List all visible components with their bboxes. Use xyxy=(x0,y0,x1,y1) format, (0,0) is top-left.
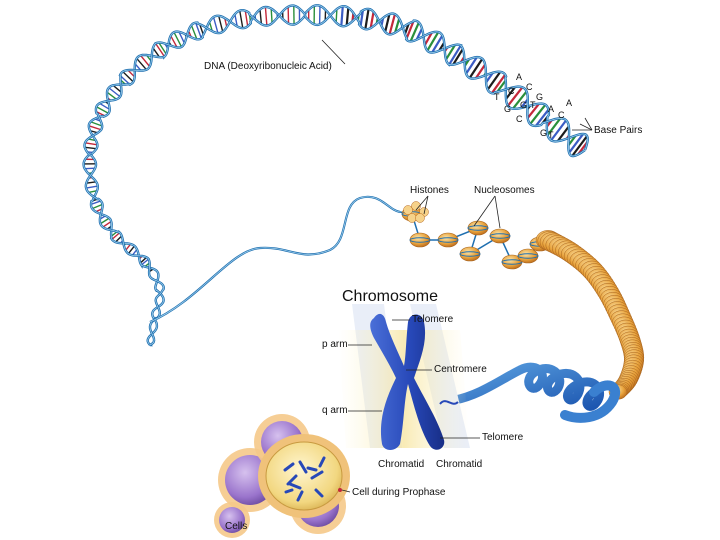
base-pair-rung xyxy=(86,186,98,188)
base-pair-rung xyxy=(103,221,111,227)
base-pair-rung xyxy=(92,204,102,208)
base-letter: A xyxy=(548,104,554,114)
cells xyxy=(214,414,350,538)
base-letter: A xyxy=(516,72,522,82)
chromatid-right-label: Chromatid xyxy=(436,460,482,470)
base-pair-rung xyxy=(85,143,97,145)
base-letter: T xyxy=(548,130,554,140)
histone xyxy=(408,214,417,223)
nucleosome xyxy=(468,221,488,235)
nucleosome xyxy=(490,229,510,243)
chromosome-title: Chromosome xyxy=(342,288,438,306)
base-pair-rung xyxy=(219,16,223,32)
base-letter: A xyxy=(566,98,572,108)
base-pair-rung xyxy=(214,17,218,33)
base-letter: G xyxy=(536,92,543,102)
histone xyxy=(416,214,425,223)
dna-label: DNA (Deoxyribonucleic Acid) xyxy=(204,62,332,72)
cell-prophase-label: Cell during Prophase xyxy=(352,488,445,498)
base-letter: G xyxy=(540,128,547,138)
q-arm-label: q arm xyxy=(322,406,348,416)
chromosome-panel xyxy=(338,304,480,450)
base-pair-rung xyxy=(85,147,97,148)
nucleosome xyxy=(438,233,458,247)
base-pair-rung xyxy=(240,11,243,29)
nucleosome xyxy=(460,247,480,261)
base-pair-rung xyxy=(341,6,342,26)
base-letter: C xyxy=(508,86,515,96)
base-letter: C xyxy=(526,82,533,92)
nucleosome xyxy=(410,233,430,247)
p-arm-label: p arm xyxy=(322,340,348,350)
chromatid-left-label: Chromatid xyxy=(378,460,424,470)
nucleosome xyxy=(518,249,538,263)
histones-label: Histones xyxy=(410,186,449,196)
nucleosome-beads xyxy=(400,202,550,270)
base-letter: G xyxy=(504,104,511,114)
histone xyxy=(404,206,413,215)
centromere-label: Centromere xyxy=(434,365,487,375)
base-pairs-label: Base Pairs xyxy=(594,126,642,136)
base-letter: T xyxy=(494,92,500,102)
dna-double-helix xyxy=(84,5,588,345)
cells-label: Cells xyxy=(225,522,247,532)
base-letter: C xyxy=(558,110,565,120)
base-pair-rung xyxy=(271,9,272,24)
telomere-bottom-label: Telomere xyxy=(482,433,523,443)
base-pair-rung xyxy=(365,9,368,29)
base-letter: G xyxy=(520,100,527,110)
telomere-top-label: Telomere xyxy=(412,315,453,325)
bead-leader-lines xyxy=(322,40,500,228)
base-pair-rung xyxy=(265,7,266,26)
base-letter: C xyxy=(516,114,523,124)
base-pair-rung xyxy=(347,8,349,26)
base-pair-rung xyxy=(128,246,134,254)
base-letter: T xyxy=(530,100,536,110)
base-pairs-pointer xyxy=(572,118,592,130)
nucleosomes-label: Nucleosomes xyxy=(474,186,535,196)
base-pair-rung xyxy=(390,14,395,34)
base-pair-rung xyxy=(470,59,483,78)
base-pair-rung xyxy=(245,11,247,27)
base-pair-rung xyxy=(89,126,101,130)
